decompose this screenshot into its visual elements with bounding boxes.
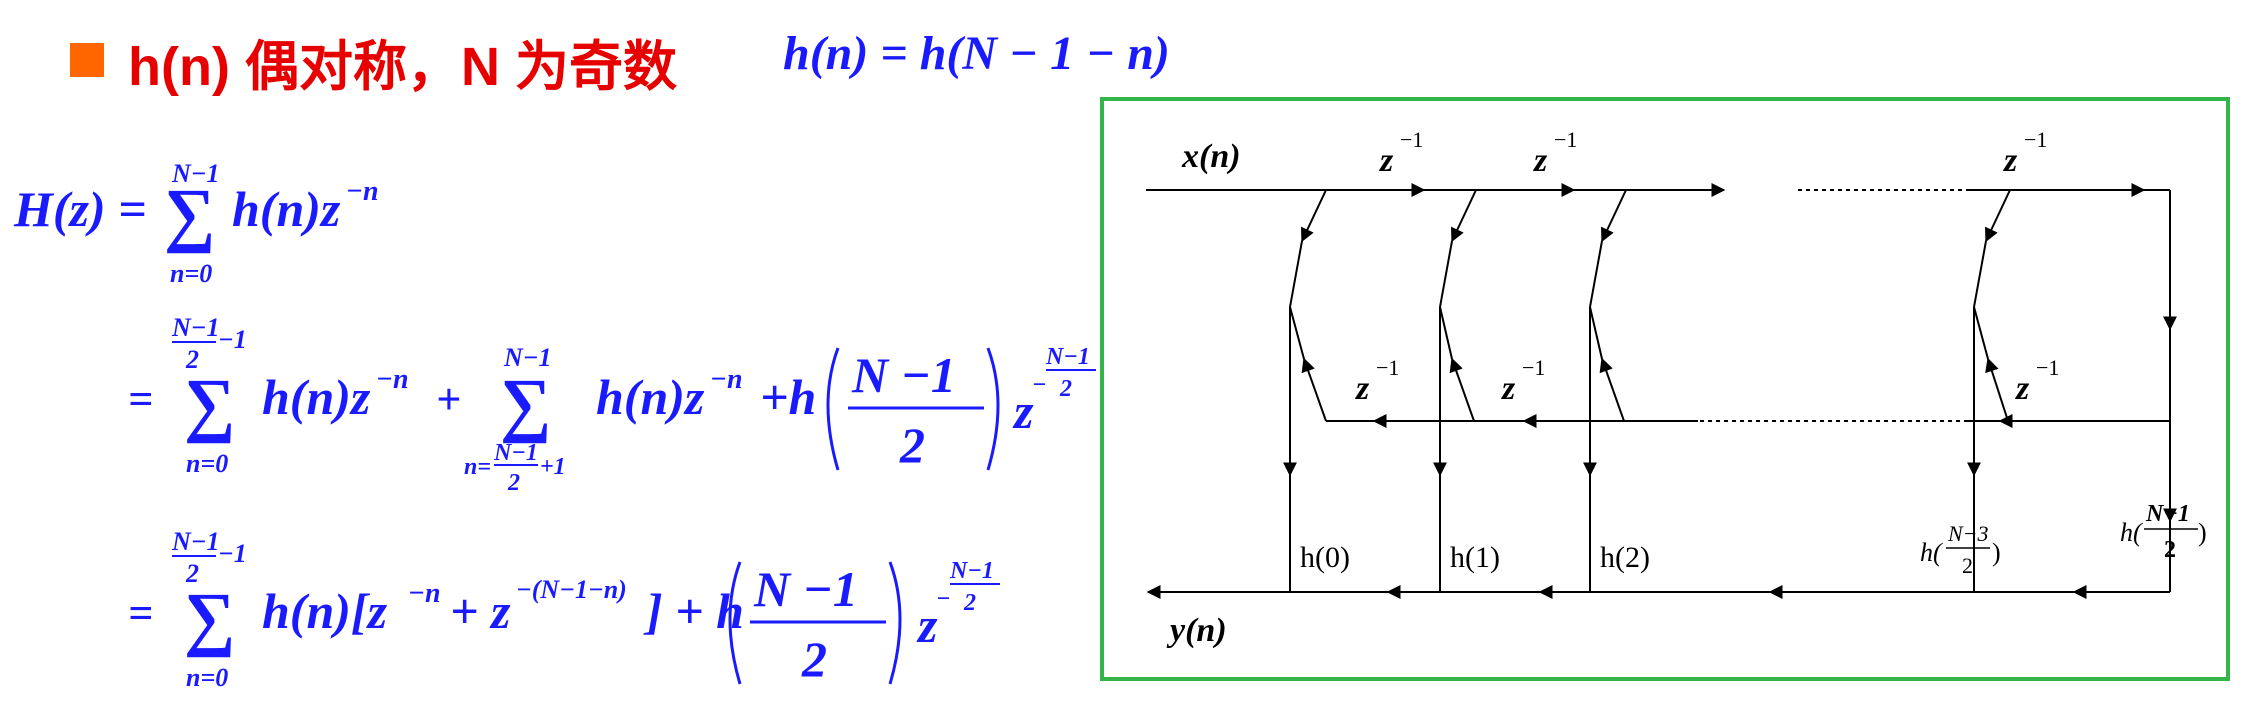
line2-sigma2: ∑ xyxy=(500,364,551,444)
svg-text:2: 2 xyxy=(1962,553,1973,578)
line3-sum-upper-num: N−1 xyxy=(171,527,220,556)
line2-exponent3-num: N−1 xyxy=(1045,344,1090,370)
line2-sum1-upper-num: N−1 xyxy=(171,313,220,342)
svg-text:2: 2 xyxy=(2164,537,2176,563)
svg-text:N−1: N−1 xyxy=(2145,501,2190,527)
delay-z-1: z xyxy=(1379,142,1394,179)
top-delay-labels: z −1 z −1 z −1 xyxy=(1379,127,2047,179)
delay-z-2: z xyxy=(1533,142,1548,179)
svg-text:N−3: N−3 xyxy=(1947,521,1989,546)
transfer-function-derivation: H(z) = N−1 ∑ n=0 h(n)z −n N−1 2 −1 ∑ n=0… xyxy=(13,159,1096,692)
coef-h0: h(0) xyxy=(1300,541,1350,574)
line2-sum2-lower-prefix: n= xyxy=(464,454,491,480)
line1-sum-upper: N−1 xyxy=(171,159,220,188)
line2-exponent3-minus: − xyxy=(1032,372,1047,398)
coef-h1: h(1) xyxy=(1450,541,1500,574)
delay-exp-6: −1 xyxy=(2036,355,2059,380)
line3-right-paren xyxy=(888,561,902,685)
line1-lhs: H(z) = xyxy=(13,181,147,237)
delay-exp-3: −1 xyxy=(2024,127,2047,152)
line3-exponent3-den: 2 xyxy=(963,590,976,616)
diagram-frame xyxy=(1100,97,2230,681)
svg-text:h(: h( xyxy=(2120,518,2143,547)
delay-z-6: z xyxy=(2015,370,2030,407)
input-label: x(n) xyxy=(1181,138,1241,175)
delay-z-3: z xyxy=(2003,142,2018,179)
delay-exp-1: −1 xyxy=(1400,127,1423,152)
line3-sum-upper-den: 2 xyxy=(185,559,199,588)
line3-fraction-den: 2 xyxy=(801,631,827,687)
svg-text:h(: h( xyxy=(1920,538,1943,567)
line2-z: z xyxy=(1012,383,1034,439)
bottom-delay-labels: z −1 z −1 z −1 xyxy=(1355,355,2059,407)
coef-h-n-minus-1-half: h( N−1 2 ) xyxy=(2120,501,2207,563)
line2-fraction-den: 2 xyxy=(899,417,925,473)
line2-plus: + xyxy=(436,375,461,424)
line2-sum2-lower-den: 2 xyxy=(507,470,520,496)
line2-term2: h(n)z xyxy=(596,369,705,425)
line2-sigma1: ∑ xyxy=(184,364,235,444)
line3-close-h: ] + h xyxy=(643,583,744,639)
line2-exponent3-den: 2 xyxy=(1059,376,1072,402)
line2-equals: = xyxy=(128,375,153,424)
svg-text:): ) xyxy=(1992,538,2001,567)
delay-z-5: z xyxy=(1501,370,1516,407)
line2-sum2-lower-num: N−1 xyxy=(493,440,538,466)
line2-plus-h: +h xyxy=(760,369,816,425)
output-label: y(n) xyxy=(1166,612,1227,649)
line2-sum1-upper-den: 2 xyxy=(185,345,199,374)
line2-right-paren xyxy=(986,347,1000,471)
line3-exponent3-minus: − xyxy=(936,586,951,612)
line3-exponent1: −n xyxy=(408,578,441,609)
symmetry-condition: h(n) = h(N − 1 − n) xyxy=(783,27,1170,80)
line3-left-paren xyxy=(728,561,742,685)
line1-term: h(n)z xyxy=(232,181,341,237)
line2-fraction-num: N −1 xyxy=(851,347,956,403)
svg-text:): ) xyxy=(2198,518,2207,547)
line2-sum2-upper: N−1 xyxy=(503,343,552,372)
bullet-square-icon xyxy=(70,43,104,77)
delay-exp-4: −1 xyxy=(1376,355,1399,380)
delay-z-4: z xyxy=(1355,370,1370,407)
line3-sum-upper-suffix: −1 xyxy=(218,539,247,568)
coef-h-n-minus-3-half: h( N−3 2 ) xyxy=(1920,521,2001,578)
delay-exp-5: −1 xyxy=(1522,355,1545,380)
line2-left-paren xyxy=(826,347,840,471)
line3-exponent2: −(N−1−n) xyxy=(516,575,627,604)
line3-plus-z: + z xyxy=(450,583,511,639)
line2-sum1-lower: n=0 xyxy=(186,449,228,478)
line2-term1: h(n)z xyxy=(262,369,371,425)
line2-sum2-lower-suffix: +1 xyxy=(540,454,566,480)
line3-sum-lower: n=0 xyxy=(186,663,228,692)
coef-h2: h(2) xyxy=(1600,541,1650,574)
delay-exp-2: −1 xyxy=(1554,127,1577,152)
line2-sum1-upper-suffix: −1 xyxy=(218,325,247,354)
line3-fraction-num: N −1 xyxy=(753,561,858,617)
line3-z: z xyxy=(916,597,938,653)
line2-exponent1: −n xyxy=(376,364,409,395)
line2-exponent2: −n xyxy=(710,364,743,395)
linear-phase-fir-structure: x(n) y(n) z −1 z −1 z −1 z −1 z −1 z −1 … xyxy=(1146,127,2207,649)
slide-heading: h(n) 偶对称，N 为奇数 xyxy=(128,37,677,97)
line3-equals: = xyxy=(128,589,153,638)
line3-sigma: ∑ xyxy=(184,578,235,658)
line1-sum-lower: n=0 xyxy=(170,259,212,288)
line1-sigma: ∑ xyxy=(164,174,215,254)
line3-exponent3-num: N−1 xyxy=(949,558,994,584)
line3-term: h(n)[z xyxy=(262,583,388,639)
line1-exponent: −n xyxy=(346,176,379,207)
